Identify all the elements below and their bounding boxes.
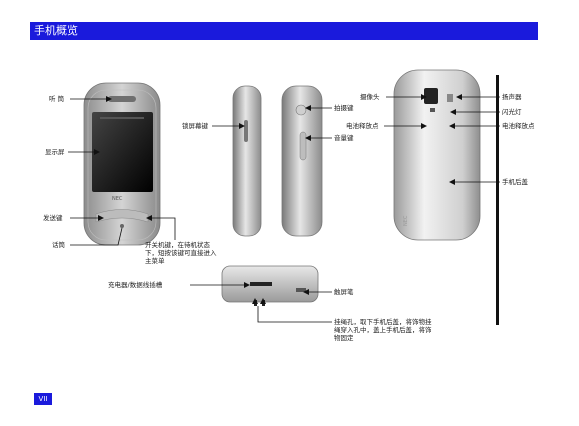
charger-port-shape xyxy=(250,282,272,286)
label-microphone: 话筒 xyxy=(52,241,65,249)
display-screen xyxy=(92,112,153,192)
camera-key-shape xyxy=(295,104,307,116)
phone-bottom-view xyxy=(221,265,319,306)
label-volume-key: 音量键 xyxy=(334,134,354,142)
flash-shape xyxy=(447,94,453,102)
phone-side-view-right xyxy=(281,85,323,237)
stylus-slot-shape xyxy=(296,288,306,292)
label-camera-key: 拍摄键 xyxy=(334,104,354,112)
microphone-hole xyxy=(120,224,124,228)
label-battery-release: 电池释放点 xyxy=(346,122,379,130)
phone-back-view: NEC xyxy=(393,69,481,241)
leader-arrows xyxy=(94,94,462,304)
label-display: 显示屏 xyxy=(45,148,65,156)
divider-bar xyxy=(496,75,499,325)
page-header-bar: 手机概览 xyxy=(30,22,538,40)
label-flash: 闪光灯 xyxy=(502,108,522,116)
label-stylus: 触屏笔 xyxy=(334,288,354,296)
phone-side-view-left xyxy=(232,85,262,237)
leader-lines xyxy=(68,96,500,323)
earpiece-grille xyxy=(108,96,136,102)
brand-logo: NEC xyxy=(112,196,123,202)
lock-key-shape xyxy=(244,120,248,142)
volume-key-shape xyxy=(299,131,307,161)
label-speaker: 扬声器 xyxy=(502,93,522,101)
label-lock-key: 锁屏幕键 xyxy=(182,122,208,130)
label-camera: 摄像头 xyxy=(360,93,380,101)
label-send-key: 发送键 xyxy=(43,214,63,222)
label-charger-port: 充电器/数据线插槽 xyxy=(108,281,163,289)
label-earpiece: 听 筒 xyxy=(49,95,65,103)
label-battery-release-2: 电池释放点 xyxy=(502,122,535,130)
label-power-key: 开关机键，在待机状态下，短按该键可直接进入主菜单 xyxy=(145,241,217,265)
label-strap-hole: 挂绳孔，取下手机后盖，将饰物挂绳穿入孔中，盖上手机后盖，将饰物固定 xyxy=(334,318,432,342)
phone-front-view: NEC xyxy=(83,82,161,246)
page-number: VII xyxy=(34,393,52,405)
svg-text:NEC: NEC xyxy=(403,215,409,226)
page-title: 手机概览 xyxy=(34,24,78,37)
label-back-cover: 手机后盖 xyxy=(502,178,528,186)
camera-lens xyxy=(424,88,438,104)
